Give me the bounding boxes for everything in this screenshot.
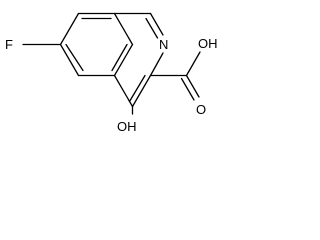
bond-c5-c6 — [59, 43, 80, 77]
nitrogen-label: N — [159, 37, 168, 52]
hydroxyl-label: OH — [117, 119, 137, 132]
bond-c3-c4 — [131, 74, 152, 108]
bond-c4-c4a — [113, 74, 134, 108]
bond-c5-c6-inner — [65, 43, 84, 72]
bond-c8a-c4a — [113, 43, 134, 77]
bond-c6-c7 — [59, 12, 80, 46]
acid-hydroxyl-label: OH — [198, 36, 218, 51]
structure-canvas: F N OH OH O — [0, 0, 267, 132]
bond-c8-c8a — [113, 12, 134, 46]
bond-c3-c4-inner — [128, 74, 146, 103]
bond-c1-n2-inner — [145, 17, 159, 39]
bond-c-o-double — [180, 77, 195, 101]
bond-c-oh — [185, 51, 201, 77]
carbonyl-oxygen-label: O — [196, 102, 206, 117]
bond-c1-n2 — [149, 12, 164, 36]
bond-c8a-c4a-inner — [111, 43, 128, 72]
bond-c-o — [185, 74, 200, 98]
fluorine-label: F — [5, 37, 13, 52]
molecule-drawing: F N OH OH O — [5, 12, 218, 132]
bond-n2-c3 — [149, 52, 164, 77]
